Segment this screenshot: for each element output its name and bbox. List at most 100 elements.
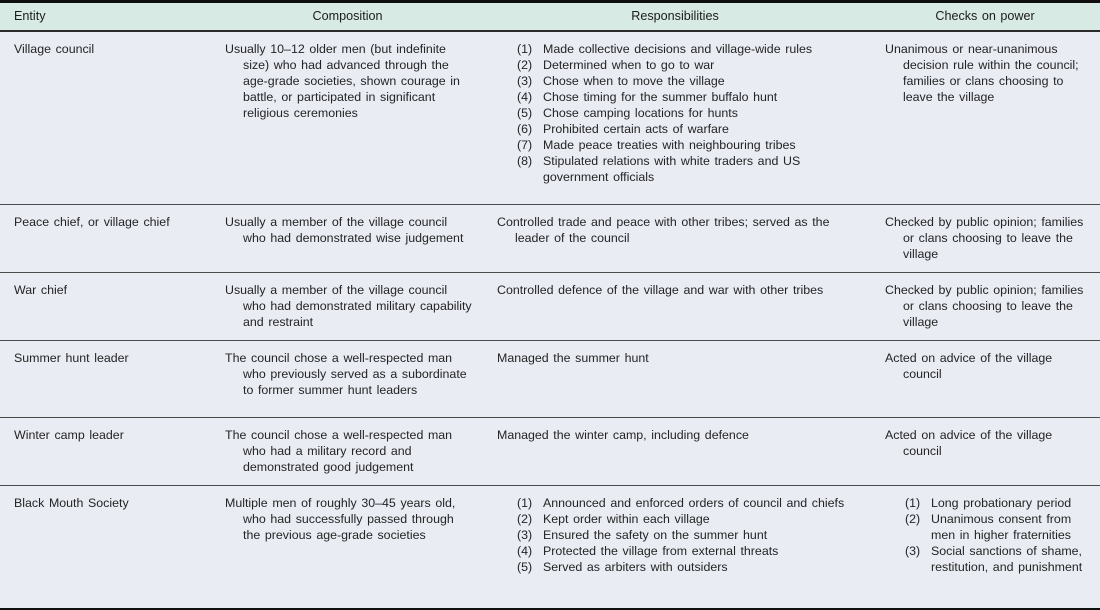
item-number: (5) (517, 560, 533, 574)
responsibilities-cell: (1) Made collective decisions and village… (480, 31, 870, 205)
table-row: Summer hunt leader The council chose a we… (0, 340, 1100, 418)
table-row: Winter camp leader The council chose a we… (0, 417, 1100, 486)
item-number: (4) (517, 89, 533, 104)
list-item: (5)Served as arbiters with outsiders (517, 559, 862, 575)
entity-label: Black Mouth Society (14, 496, 129, 510)
item-number: (2) (905, 512, 921, 526)
column-header-composition: Composition (215, 1, 480, 32)
list-item: (5) Chose camping locations for hunts (517, 105, 862, 121)
item-text: Chose camping locations for hunts (543, 105, 738, 120)
entity-cell: Summer hunt leader (0, 340, 215, 418)
list-item: (3)Social sanctions of shame, restitutio… (905, 543, 1090, 575)
item-number: (2) (517, 512, 533, 526)
item-number: (5) (517, 105, 533, 120)
checks-on-power-cell: Acted on advice of the village council (870, 340, 1100, 418)
list-item: (1) Long probationary period (905, 495, 1090, 511)
responsibilities-cell: Controlled trade and peace with other tr… (480, 204, 870, 273)
responsibilities-cell: Managed the summer hunt (480, 340, 870, 418)
list-item: (4) Protected the village from external t… (517, 543, 862, 559)
list-item: (6) Prohibited certain acts of warfare (517, 121, 862, 137)
item-text: Prohibited certain acts of warfare (543, 121, 729, 136)
cell-text: Usually a member of the village council … (225, 215, 464, 245)
entity-label: Peace chief, or village chief (14, 215, 170, 229)
item-text: Long probationary period (931, 496, 1072, 510)
list-item: (3) Chose when to move the village (517, 73, 862, 89)
item-number: (1) (517, 41, 533, 56)
cell-text: The council chose a well-respected man w… (225, 428, 453, 474)
cell-text: The council chose a well-respected man w… (225, 351, 467, 397)
table-header: Entity Composition Responsibilities Chec… (0, 1, 1100, 32)
item-text: Stipulated relations with white traders … (543, 153, 801, 184)
list-item: (3) Ensured the safety on the summer hunt (517, 527, 862, 543)
table-row: Black Mouth Society Multiple men of rough… (0, 485, 1100, 609)
item-number: (3) (517, 73, 533, 88)
column-header-checks-on-power: Checks on power (870, 1, 1100, 32)
cell-text: Controlled trade and peace with other tr… (497, 215, 830, 245)
list-item: (1) Made collective decisions and village… (517, 41, 862, 57)
checks-on-power-cell: Acted on advice of the village council (870, 417, 1100, 486)
item-text: Announced and enforced orders of council… (543, 496, 845, 510)
responsibilities-cell: Managed the winter camp, including defen… (480, 417, 870, 486)
item-text: Ensured the safety on the summer hunt (543, 528, 768, 542)
item-number: (1) (905, 496, 921, 510)
entity-label: Summer hunt leader (14, 351, 129, 365)
cell-text: Checked by public opinion; families or c… (885, 215, 1084, 261)
table-row: Peace chief, or village chief Usually a m… (0, 204, 1100, 273)
responsibilities-cell: Controlled defence of the village and wa… (480, 272, 870, 341)
table-body: Village council Usually 10–12 older men (… (0, 31, 1100, 609)
checks-on-power-cell: Checked by public opinion; families or c… (870, 272, 1100, 341)
entity-cell: War chief (0, 272, 215, 341)
item-text: Social sanctions of shame, restitution, … (931, 544, 1083, 574)
cell-text: Acted on advice of the village council (885, 351, 1053, 381)
item-text: Protected the village from external thre… (543, 544, 779, 558)
composition-cell: Usually 10–12 older men (but indefinite … (215, 31, 480, 205)
item-number: (2) (517, 57, 533, 72)
cell-text: Checked by public opinion; families or c… (885, 283, 1084, 329)
checks-on-power-cell: (1) Long probationary period (2) Unanimous … (870, 485, 1100, 609)
list-item: (2) Determined when to go to war (517, 57, 862, 73)
item-number: (3) (517, 528, 533, 542)
cell-text: Managed the summer hunt (497, 351, 649, 365)
cell-text: Managed the winter camp, including defen… (497, 428, 749, 442)
item-number: (6) (517, 121, 533, 136)
item-text: Made peace treaties with neighbouring tr… (543, 137, 796, 152)
item-text: Chose timing for the summer buffalo hunt (543, 89, 778, 104)
entity-label: Village council (14, 41, 95, 56)
composition-cell: Usually a member of the village council … (215, 272, 480, 341)
entity-cell: Peace chief, or village chief (0, 204, 215, 273)
responsibilities-cell: (1) Announced and enforced orders of coun… (480, 485, 870, 609)
cell-text: Unanimous or near-unanimous decision rul… (885, 41, 1079, 104)
composition-cell: Multiple men of roughly 30–45 years old,… (215, 485, 480, 609)
column-header-entity: Entity (0, 1, 215, 32)
entity-label: Winter camp leader (14, 428, 124, 442)
entity-label: War chief (14, 283, 68, 297)
composition-cell: The council chose a well-respected man w… (215, 340, 480, 418)
cell-text: Usually 10–12 older men (but indefinite … (225, 41, 460, 120)
numbered-list: (1) Made collective decisions and village… (517, 41, 862, 185)
item-text: Unanimous consent from men in higher fra… (931, 512, 1072, 542)
item-text: Kept order within each village (543, 512, 710, 526)
list-item: (8) Stipulated relations with white trade… (517, 153, 862, 185)
list-item: (2) Kept order within each village (517, 511, 862, 527)
item-text: Made collective decisions and village-wi… (543, 41, 813, 56)
cell-text: Acted on advice of the village council (885, 428, 1053, 458)
item-number: (1) (517, 496, 533, 510)
numbered-list: (1) Long probationary period (2) Unanimous … (905, 495, 1090, 575)
item-text: Chose when to move the village (543, 73, 725, 88)
list-item: (2) Unanimous consent from men in higher … (905, 511, 1090, 543)
cell-text: Multiple men of roughly 30–45 years old,… (225, 496, 456, 542)
composition-cell: The council chose a well-respected man w… (215, 417, 480, 486)
list-item: (1) Announced and enforced orders of coun… (517, 495, 862, 511)
entity-cell: Winter camp leader (0, 417, 215, 486)
numbered-list: (1) Announced and enforced orders of coun… (517, 495, 862, 575)
cell-text: Controlled defence of the village and wa… (497, 283, 824, 297)
checks-on-power-cell: Checked by public opinion; families or c… (870, 204, 1100, 273)
item-number: (4) (517, 544, 533, 558)
item-number: (8) (517, 153, 533, 168)
list-item: (7) Made peace treaties with neighbouring… (517, 137, 862, 153)
composition-cell: Usually a member of the village council … (215, 204, 480, 273)
item-text: Determined when to go to war (543, 57, 715, 72)
column-header-responsibilities: Responsibilities (480, 1, 870, 32)
item-number: (7) (517, 137, 533, 152)
